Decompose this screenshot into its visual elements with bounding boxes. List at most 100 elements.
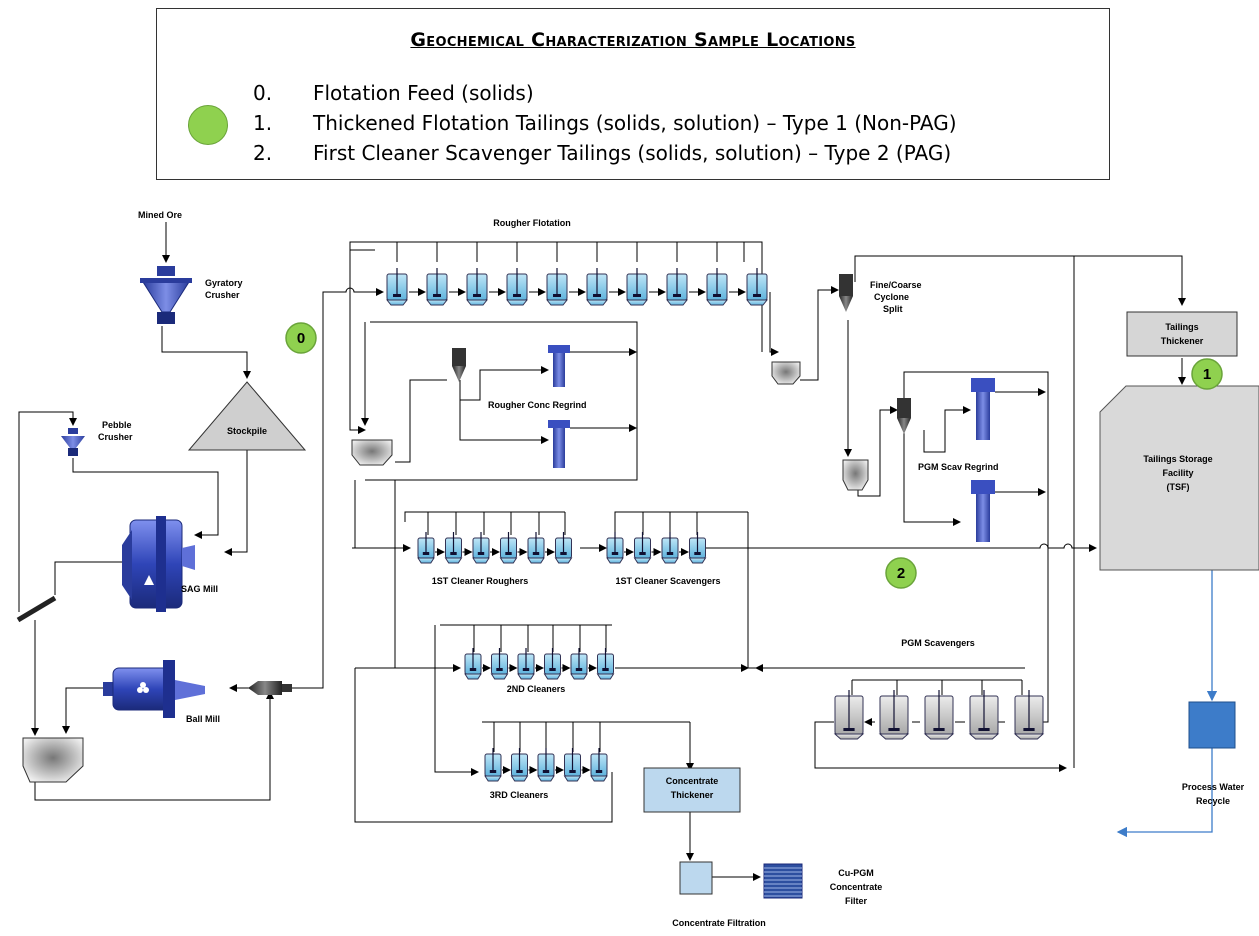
flotation-cell-icon [385, 268, 409, 306]
label-process-water: Process Water [1182, 782, 1245, 792]
flotation-cell-icon [465, 268, 489, 306]
green-marker-icon [188, 105, 228, 145]
flotation-cell-icon [417, 532, 435, 564]
ball-mill-icon [103, 660, 205, 718]
label-cu-pgm-filter: Filter [845, 896, 868, 906]
label-second-cleaners: 2ND Cleaners [507, 684, 566, 694]
tsf-box [1099, 385, 1259, 571]
pgm-scavenger-cells [833, 690, 1045, 740]
sample-marker-0: 0 [285, 322, 317, 354]
pgm-cell-icon [878, 690, 910, 740]
label-ball-mill: Ball Mill [186, 714, 220, 724]
process-water-tank-icon [1188, 701, 1236, 749]
flotation-cell-icon [464, 648, 482, 680]
screen-icon [16, 595, 57, 623]
cyclone-feed-sump-icon [771, 361, 801, 385]
legend-item-2: 2. First Cleaner Scavenger Tailings (soli… [253, 141, 951, 165]
label-pgm-scavengers: PGM Scavengers [901, 638, 975, 648]
label-third-cleaners: 3RD Cleaners [490, 790, 549, 800]
flotation-cell-icon [444, 532, 463, 564]
rougher-flotation-cells [385, 268, 769, 306]
label-concentrate-thickener: Thickener [671, 790, 714, 800]
first-cleaner-scavenger-cells [606, 532, 707, 564]
legend-item-text: Thickened Flotation Tailings (solids, so… [313, 111, 957, 135]
label-rougher-conc-regrind: Rougher Conc Regrind [488, 400, 587, 410]
svg-text:1: 1 [1203, 366, 1211, 383]
label-split: Split [883, 304, 903, 314]
label-concentrate-filtration: Concentrate Filtration [672, 918, 766, 928]
pgm-cell-icon [1013, 690, 1045, 740]
label-pebble: Pebble [102, 420, 132, 430]
first-cleaner-rougher-cells [417, 532, 573, 564]
regrind-mill-icon [548, 345, 570, 468]
legend-item-number: 0. [253, 81, 273, 105]
flotation-cell-icon [633, 532, 652, 564]
label-cyclone: Cyclone [874, 292, 909, 302]
label-first-cleaner-scavengers: 1ST Cleaner Scavengers [615, 576, 720, 586]
flotation-cell-icon [472, 532, 490, 564]
flotation-cell-icon [545, 268, 569, 306]
flotation-cell-icon [425, 268, 449, 306]
cyclone-icon [248, 681, 292, 695]
flotation-cell-icon [590, 748, 608, 782]
label-sag-mill: SAG Mill [181, 584, 218, 594]
concentrate-tank-icon [679, 861, 713, 895]
label-tailings: Tailings [1165, 322, 1198, 332]
flotation-cell-icon [596, 648, 615, 680]
third-cleaner-cells [484, 748, 608, 782]
pgm-regrind-cyclone-icon [897, 398, 911, 434]
gyratory-crusher-icon [140, 266, 192, 324]
flotation-cell-icon [484, 748, 502, 782]
flotation-cell-icon [554, 532, 573, 564]
label-pebble-crusher: Crusher [98, 432, 133, 442]
pgm-regrind-sump-icon [842, 459, 869, 491]
flotation-cell-icon [688, 532, 707, 564]
label-fine-coarse: Fine/Coarse [870, 280, 922, 290]
label-first-cleaner-roughers: 1ST Cleaner Roughers [432, 576, 529, 586]
label-cu-pgm: Cu-PGM [838, 868, 874, 878]
label-rougher-flotation: Rougher Flotation [493, 218, 571, 228]
flotation-cell-icon [661, 532, 679, 564]
flotation-cell-icon [510, 748, 529, 782]
flotation-cell-icon [606, 532, 624, 564]
pgm-regrind-mill-icon [971, 378, 995, 542]
stockpile-icon [187, 381, 307, 451]
fine-coarse-cyclone-icon [839, 274, 853, 312]
label-tsf-1: Tailings Storage [1143, 454, 1212, 464]
flotation-cell-icon [499, 532, 518, 564]
label-thickener: Thickener [1161, 336, 1204, 346]
svg-text:0: 0 [297, 330, 305, 347]
flotation-cell-icon [585, 268, 609, 306]
label-gyratory: Gyratory [205, 278, 243, 288]
sample-marker-2: 2 [885, 557, 917, 589]
label-mined-ore: Mined Ore [138, 210, 182, 220]
legend-item-1: 1. Thickened Flotation Tailings (solids, … [253, 111, 957, 135]
diagram-labels: Mined Ore Gyratory Crusher Stockpile Peb… [98, 210, 1245, 928]
flotation-cell-icon [527, 532, 545, 564]
legend-item-number: 1. [253, 111, 273, 135]
label-concentrate: Concentrate [666, 776, 719, 786]
sample-marker-1: 1 [1191, 358, 1223, 390]
legend-item-text: First Cleaner Scavenger Tailings (solids… [313, 141, 952, 165]
legend-item-number: 2. [253, 141, 273, 165]
label-tsf-3: (TSF) [1167, 482, 1190, 492]
legend-item-text: Flotation Feed (solids) [313, 81, 534, 105]
label-tsf-2: Facility [1162, 468, 1193, 478]
flotation-cell-icon [543, 648, 562, 680]
label-pgm-scav-regrind: PGM Scav Regrind [918, 462, 999, 472]
flotation-cell-icon [570, 648, 588, 680]
label-cu-pgm-concentrate: Concentrate [830, 882, 883, 892]
process-lines [18, 222, 1186, 881]
second-cleaner-cells [464, 648, 615, 680]
process-water-lines [1116, 570, 1218, 838]
sag-mill-icon [122, 516, 195, 612]
pgm-cell-icon [923, 690, 955, 740]
flotation-cell-icon [490, 648, 509, 680]
flotation-cell-icon [563, 748, 582, 782]
legend-item-0: 0. Flotation Feed (solids) [253, 81, 534, 105]
label-recycle: Recycle [1196, 796, 1230, 806]
flotation-cell-icon [505, 268, 529, 306]
legend-title: Geochemical Characterization Sample Loca… [410, 29, 856, 51]
pgm-cell-icon [968, 690, 1000, 740]
